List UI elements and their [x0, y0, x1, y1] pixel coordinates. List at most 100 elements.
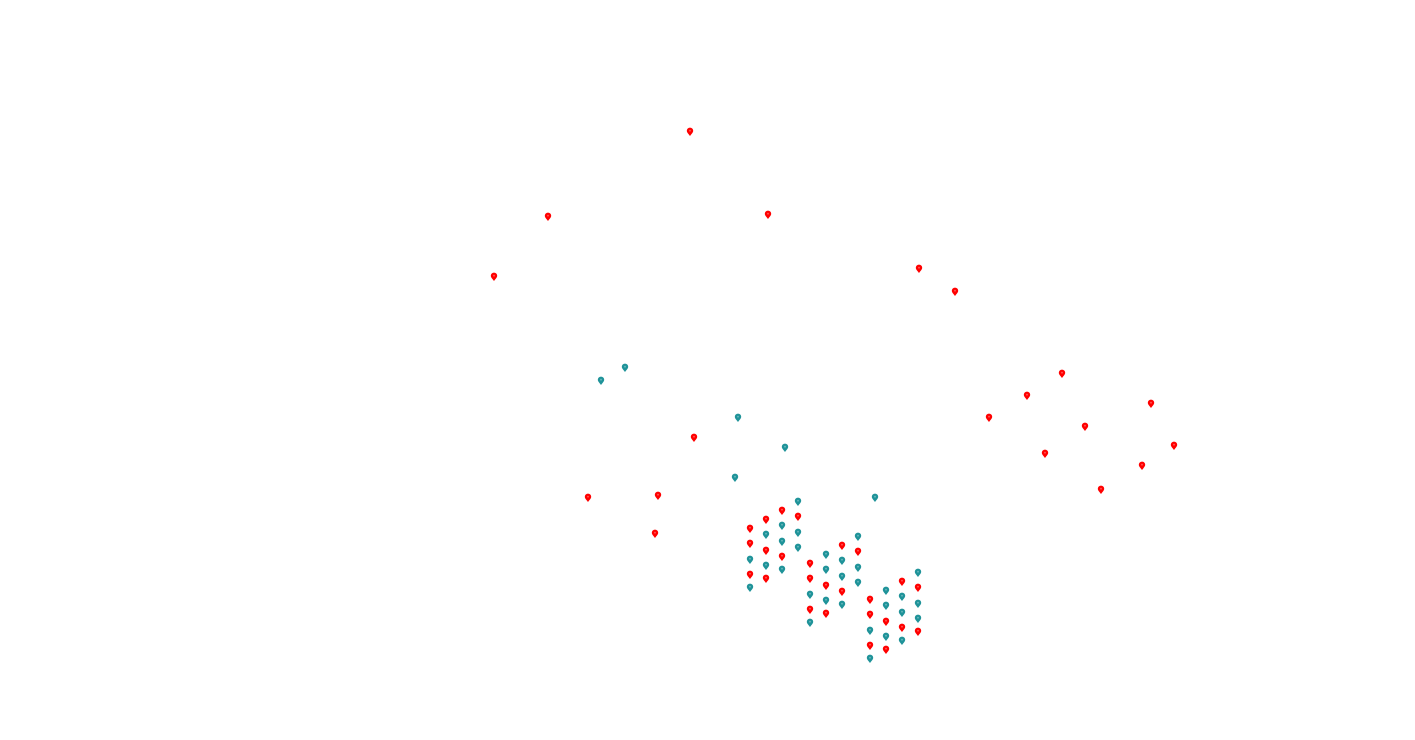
- map-marker[interactable]: [762, 515, 770, 524]
- map-marker[interactable]: [822, 550, 830, 559]
- map-marker[interactable]: [544, 212, 552, 221]
- map-marker-dot: [885, 634, 887, 637]
- map-marker[interactable]: [762, 546, 770, 555]
- map-marker[interactable]: [778, 565, 786, 574]
- map-marker[interactable]: [838, 587, 846, 596]
- map-marker[interactable]: [1138, 461, 1146, 470]
- map-marker[interactable]: [734, 413, 742, 422]
- map-marker[interactable]: [806, 590, 814, 599]
- map-marker[interactable]: [854, 532, 862, 541]
- map-marker[interactable]: [781, 443, 789, 452]
- map-marker[interactable]: [746, 555, 754, 564]
- map-marker[interactable]: [1023, 391, 1031, 400]
- map-marker[interactable]: [854, 578, 862, 587]
- map-marker[interactable]: [822, 565, 830, 574]
- map-marker[interactable]: [746, 524, 754, 533]
- map-marker[interactable]: [898, 592, 906, 601]
- map-marker[interactable]: [838, 541, 846, 550]
- map-marker[interactable]: [985, 413, 993, 422]
- map-marker[interactable]: [882, 601, 890, 610]
- map-marker[interactable]: [1058, 369, 1066, 378]
- map-marker[interactable]: [806, 618, 814, 627]
- map-marker[interactable]: [898, 636, 906, 645]
- map-marker[interactable]: [1147, 399, 1155, 408]
- map-marker-dot: [869, 612, 871, 615]
- map-marker[interactable]: [914, 614, 922, 623]
- map-marker[interactable]: [762, 561, 770, 570]
- map-marker[interactable]: [854, 547, 862, 556]
- map-pin-icon: [866, 654, 874, 663]
- map-marker[interactable]: [866, 595, 874, 604]
- map-marker[interactable]: [914, 583, 922, 592]
- map-pin-icon: [778, 552, 786, 561]
- map-pin-icon: [781, 443, 789, 452]
- map-marker[interactable]: [882, 645, 890, 654]
- map-pin-icon: [866, 626, 874, 635]
- map-pin-icon: [778, 506, 786, 515]
- map-marker[interactable]: [746, 539, 754, 548]
- map-marker[interactable]: [794, 512, 802, 521]
- map-marker[interactable]: [794, 497, 802, 506]
- map-marker[interactable]: [914, 627, 922, 636]
- map-marker[interactable]: [951, 287, 959, 296]
- map-marker-dot: [809, 620, 811, 623]
- map-marker[interactable]: [686, 127, 694, 136]
- map-marker[interactable]: [778, 552, 786, 561]
- map-marker[interactable]: [731, 473, 739, 482]
- map-marker[interactable]: [866, 654, 874, 663]
- map-marker[interactable]: [597, 376, 605, 385]
- map-marker[interactable]: [794, 543, 802, 552]
- map-marker[interactable]: [806, 605, 814, 614]
- map-marker-dot: [765, 532, 767, 535]
- map-marker[interactable]: [914, 599, 922, 608]
- map-marker-dot: [797, 545, 799, 548]
- map-marker[interactable]: [866, 641, 874, 650]
- map-marker[interactable]: [1081, 422, 1089, 431]
- map-pin-icon: [1041, 449, 1049, 458]
- map-marker[interactable]: [898, 623, 906, 632]
- map-marker[interactable]: [822, 581, 830, 590]
- map-marker-dot: [809, 576, 811, 579]
- map-marker[interactable]: [621, 363, 629, 372]
- map-marker[interactable]: [651, 529, 659, 538]
- map-marker[interactable]: [822, 609, 830, 618]
- map-marker[interactable]: [806, 559, 814, 568]
- map-marker[interactable]: [882, 632, 890, 641]
- map-marker[interactable]: [806, 574, 814, 583]
- map-pin-icon: [584, 493, 592, 502]
- map-marker[interactable]: [871, 493, 879, 502]
- map-marker[interactable]: [838, 600, 846, 609]
- map-marker[interactable]: [764, 210, 772, 219]
- map-marker[interactable]: [866, 626, 874, 635]
- map-pin-icon: [806, 618, 814, 627]
- map-marker[interactable]: [822, 596, 830, 605]
- map-marker[interactable]: [746, 570, 754, 579]
- map-marker[interactable]: [914, 568, 922, 577]
- map-marker[interactable]: [898, 577, 906, 586]
- map-marker[interactable]: [838, 572, 846, 581]
- map-marker[interactable]: [915, 264, 923, 273]
- map-marker[interactable]: [762, 574, 770, 583]
- map-marker[interactable]: [866, 610, 874, 619]
- map-marker[interactable]: [1097, 485, 1105, 494]
- map-marker[interactable]: [584, 493, 592, 502]
- map-marker[interactable]: [778, 521, 786, 530]
- map-marker[interactable]: [882, 586, 890, 595]
- map-marker[interactable]: [778, 537, 786, 546]
- map-marker[interactable]: [762, 530, 770, 539]
- map-marker[interactable]: [778, 506, 786, 515]
- map-marker[interactable]: [854, 563, 862, 572]
- map-marker[interactable]: [746, 583, 754, 592]
- map-marker[interactable]: [794, 528, 802, 537]
- map-marker[interactable]: [1170, 441, 1178, 450]
- map-marker[interactable]: [654, 491, 662, 500]
- map-marker[interactable]: [882, 617, 890, 626]
- map-marker[interactable]: [490, 272, 498, 281]
- map-marker[interactable]: [898, 608, 906, 617]
- map-marker[interactable]: [1041, 449, 1049, 458]
- map-marker-dot: [1044, 451, 1046, 454]
- map-marker-dot: [767, 212, 769, 215]
- map-marker[interactable]: [838, 556, 846, 565]
- map-marker[interactable]: [690, 433, 698, 442]
